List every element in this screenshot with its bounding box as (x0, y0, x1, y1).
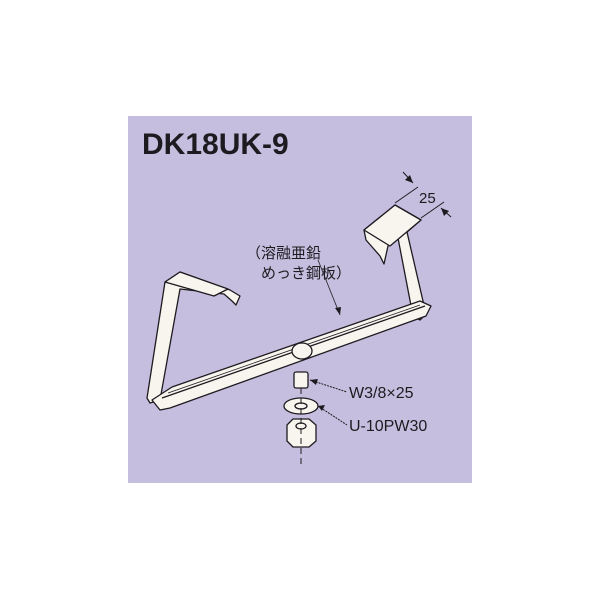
material-note: （溶融亜鉛 めっき鋼板） (246, 243, 351, 283)
part-number-title: DK18UK-9 (142, 128, 289, 161)
material-note-line-2: めっき鋼板） (246, 264, 352, 282)
dimension-label: 25 (419, 190, 436, 207)
bolt-label: W3/8×25 (349, 385, 414, 402)
threaded-stud (293, 371, 309, 389)
washer-label: U-10PW30 (349, 418, 428, 435)
material-note-line-1: （溶融亜鉛 (246, 244, 322, 262)
bolt-head (291, 342, 313, 360)
